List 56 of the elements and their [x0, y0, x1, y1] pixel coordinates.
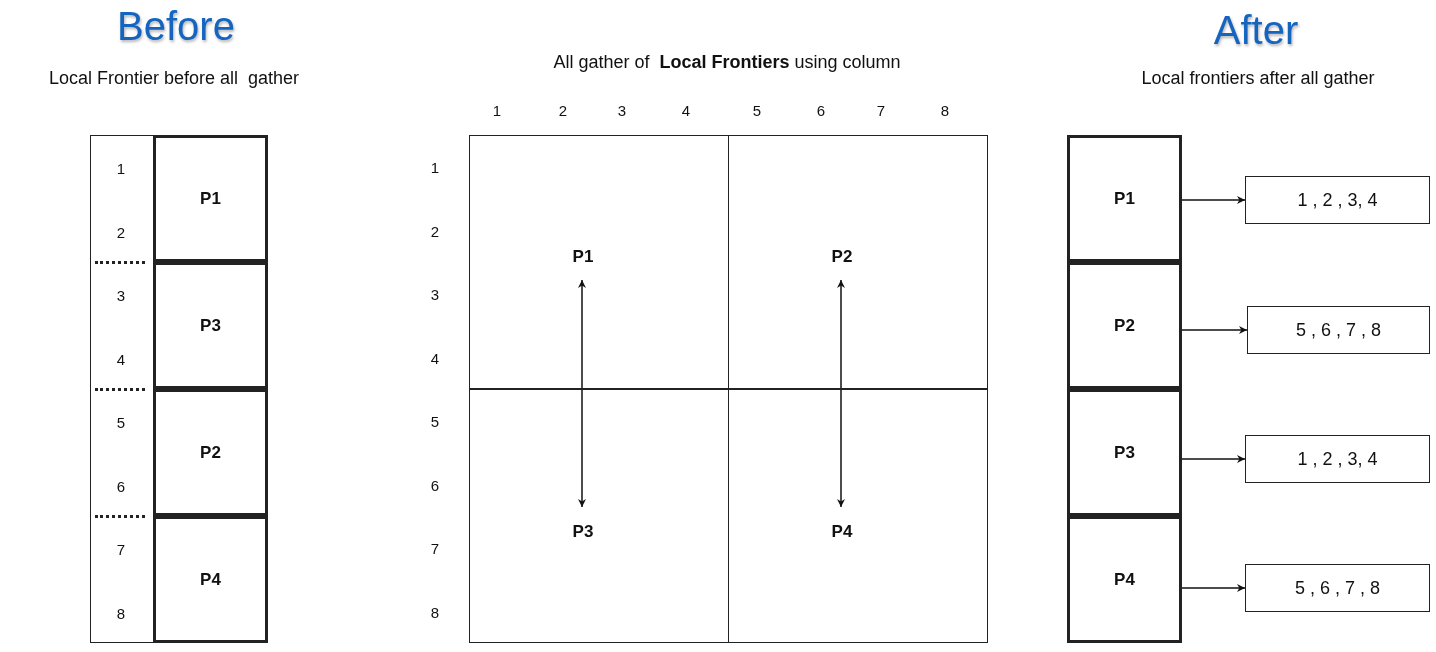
axis-number: 3 [617, 101, 627, 119]
process-box: P2 [153, 389, 268, 516]
process-box: P1 [153, 135, 268, 262]
axis-number: 4 [681, 101, 691, 119]
arrow [1181, 326, 1248, 334]
process-box: P4 [1067, 516, 1182, 643]
caption: All gather of Local Frontiers using column [553, 51, 901, 73]
row-number: 1 [116, 159, 126, 177]
value-box: 1 , 2 , 3, 4 [1245, 176, 1430, 224]
matrix-block [728, 135, 988, 389]
axis-number: 6 [816, 101, 826, 119]
process-box: P3 [1067, 389, 1182, 516]
axis-number: 5 [430, 412, 440, 430]
arrow [837, 279, 845, 508]
axis-number: 3 [430, 285, 440, 303]
axis-number: 1 [430, 158, 440, 176]
arrow [578, 279, 586, 508]
process-box: P4 [153, 516, 268, 643]
process-label: P2 [822, 245, 862, 269]
matrix-block [728, 389, 988, 643]
row-number: 2 [116, 223, 126, 240]
axis-number: 8 [940, 101, 950, 119]
row-number: 4 [116, 350, 126, 367]
arrow [1181, 196, 1246, 204]
row-number: 6 [116, 477, 126, 494]
process-box: P3 [153, 262, 268, 389]
row-number: 8 [116, 604, 126, 621]
axis-number: 1 [492, 101, 502, 119]
process-label: P3 [563, 520, 603, 544]
arrow [1181, 584, 1246, 592]
row-number-column [90, 135, 154, 643]
axis-number: 4 [430, 349, 440, 366]
row-number: 3 [116, 286, 126, 304]
axis-number: 2 [558, 101, 568, 119]
axis-number: 5 [752, 101, 762, 119]
axis-number: 7 [876, 101, 886, 119]
process-box: P2 [1067, 262, 1182, 389]
value-box: 5 , 6 , 7 , 8 [1245, 564, 1430, 612]
row-number: 5 [116, 413, 126, 431]
row-number: 7 [116, 540, 126, 558]
heading: Before [117, 3, 235, 49]
caption: Local Frontier before all gather [48, 67, 300, 89]
heading: After [1213, 7, 1299, 53]
axis-number: 8 [430, 603, 440, 620]
axis-number: 2 [430, 222, 440, 239]
axis-number: 7 [430, 539, 440, 557]
process-label: P1 [563, 245, 603, 269]
caption: Local frontiers after all gather [1141, 67, 1375, 89]
process-box: P1 [1067, 135, 1182, 262]
process-label: P4 [822, 520, 862, 544]
value-box: 1 , 2 , 3, 4 [1245, 435, 1430, 483]
matrix-block [469, 135, 729, 389]
matrix-block [469, 389, 729, 643]
axis-number: 6 [430, 476, 440, 493]
value-box: 5 , 6 , 7 , 8 [1247, 306, 1430, 354]
arrow [1181, 455, 1246, 463]
